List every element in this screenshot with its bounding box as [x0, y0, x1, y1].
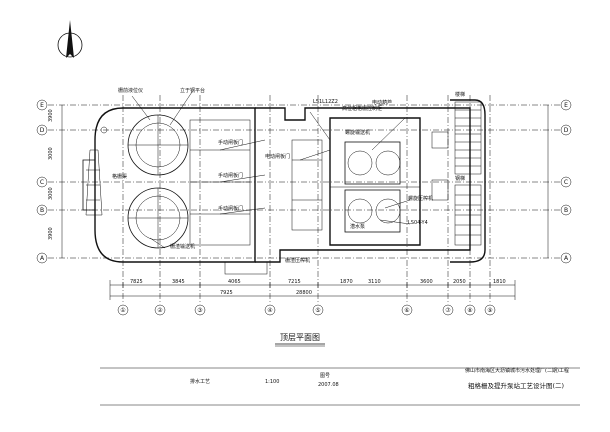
annotation-mid-4: 手动闸板门 — [218, 205, 243, 212]
axis-label-row: A — [40, 255, 45, 262]
central-channel — [224, 107, 420, 275]
axis-label-column: ⑤ — [315, 307, 320, 314]
axis-label-column: ⑥ — [404, 307, 409, 314]
plan-title-block: 顶层平面图 — [275, 333, 325, 347]
axis-label-row: C — [564, 179, 568, 186]
dimension-texts: 7825 3845 4065 7215 1870 3110 3600 2050 … — [48, 109, 506, 296]
annotation-mid-2: 手动闸板门 — [218, 172, 243, 179]
project-name: 佛山市南海区大沥镇城市污水处理厂(二期)工程 — [465, 367, 569, 374]
sheet-title: 粗格栅及提升泵站工艺设计图(二) — [468, 381, 564, 390]
dimension-segment: 7825 — [130, 279, 143, 285]
dimension-segment: 4065 — [228, 279, 241, 285]
annotation-top-2: 立于钢平台 — [180, 87, 205, 94]
axis-label-row: D — [40, 127, 45, 134]
axis-label-column: ⑦ — [445, 307, 451, 314]
dimension-height: 3000 — [48, 187, 54, 200]
grid-lines — [48, 95, 560, 302]
annotation-top-3: LS1L12Z2 — [313, 99, 338, 105]
axis-label-row: B — [40, 207, 44, 214]
annotation-mid-1: 手动闸板门 — [218, 139, 243, 146]
annotation-mid-3: 电动闸板门 — [265, 153, 290, 160]
dimension-segment: 2050 — [453, 279, 466, 285]
axis-label-row: A — [564, 255, 569, 262]
left-shaft — [82, 126, 108, 216]
annotation-top-1: 栅前液位仪 — [118, 87, 143, 94]
dimension-overall: 28800 — [296, 290, 312, 296]
annotation-top-5: 电动葫芦 — [372, 99, 392, 106]
sheet-no-label: 图号 — [320, 373, 330, 379]
leader-lines — [131, 91, 411, 249]
annotation-right-4: LS04-Y4 — [408, 220, 428, 226]
annotation-right-3: 螺旋压榨机 — [408, 195, 433, 202]
annotation-left-2: 钢梯 — [455, 175, 465, 182]
stair-tower — [420, 99, 486, 263]
dimension-segment: 3110 — [368, 279, 381, 285]
annotation-bottom-1: 栅渣输送机 — [170, 243, 195, 250]
annotation-right-1: 螺旋输送机 — [345, 129, 370, 136]
axis-label-row: D — [564, 127, 569, 134]
dimension-lines — [61, 105, 549, 300]
annotation-top-4: 高位粗格栅控制柜 — [342, 105, 382, 112]
dimension-overall-left: 7925 — [220, 290, 233, 296]
dimension-segment: 7215 — [288, 279, 301, 285]
annotation-bottom-2: 栅渣压榨机 — [285, 257, 310, 264]
annotation-stair: 楼梯 — [455, 91, 465, 98]
pump-room — [329, 117, 421, 246]
dimension-segment: 1810 — [493, 279, 506, 285]
dimension-height: 3900 — [48, 227, 54, 240]
dimension-height: 3000 — [48, 147, 54, 160]
axis-label-row: C — [40, 179, 44, 186]
title-block: 排水工艺 1:100 图号 2007.08 佛山市南海区大沥镇城市污水处理厂(二… — [100, 367, 580, 406]
axis-label-column: ⑨ — [487, 307, 492, 314]
grit-chambers — [94, 107, 256, 263]
scale-label: 1:100 — [265, 379, 279, 385]
annotations: 栅前液位仪 立于钢平台 LS1L12Z2 高位粗格栅控制柜 电动葫芦 手动闸板门… — [112, 87, 465, 264]
plan-title: 顶层平面图 — [280, 333, 320, 342]
annotation-right-2: 潜水泵 — [350, 223, 365, 230]
column-axis-bubbles: ① ② ③ ④ ⑤ ⑥ ⑦ ⑧ ⑨ — [117, 304, 496, 316]
north-arrow-icon — [57, 20, 83, 58]
axis-label-row: E — [564, 102, 568, 109]
axis-label-row: E — [40, 102, 44, 109]
date-label: 2007.08 — [318, 382, 339, 388]
dimension-segment: 3600 — [420, 279, 433, 285]
dimension-segment: 3845 — [172, 279, 185, 285]
axis-label-column: ③ — [197, 307, 202, 314]
dimension-height: 3900 — [48, 109, 54, 122]
axis-label-column: ① — [120, 307, 125, 314]
axis-label-column: ⑧ — [467, 307, 472, 314]
axis-label-row: B — [564, 207, 568, 214]
row-axis-bubbles: E D C B A E D C B A — [36, 99, 572, 264]
axis-label-column: ② — [157, 307, 163, 314]
dimension-segment: 1870 — [340, 279, 353, 285]
discipline-label: 排水工艺 — [190, 378, 210, 385]
annotation-left-1: 格栅渠 — [112, 173, 127, 180]
axis-label-column: ④ — [267, 307, 272, 314]
